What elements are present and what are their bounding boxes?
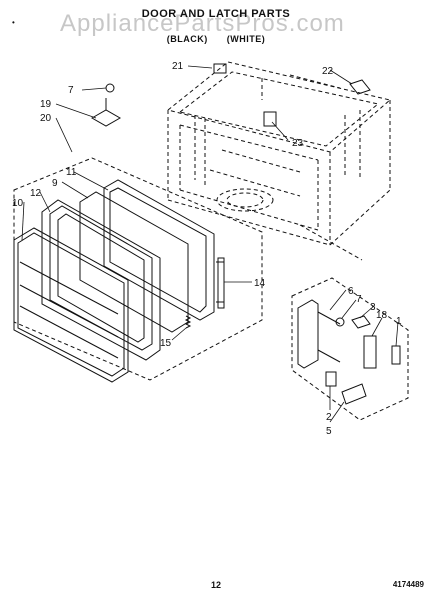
callout-3: 3 xyxy=(370,302,376,313)
callout-numbers: 7 19 20 21 22 23 11 9 12 10 14 15 6 7 3 … xyxy=(12,61,402,437)
variant-white: (WHITE) xyxy=(226,34,266,44)
hinge-22 xyxy=(349,79,371,95)
callout-23: 23 xyxy=(292,138,304,149)
page-number: 12 xyxy=(210,580,221,590)
variant-black: (BLACK) xyxy=(166,34,208,44)
callout-1: 1 xyxy=(396,316,402,327)
watermark: AppliancePartsPros.com xyxy=(60,10,345,37)
callout-14: 14 xyxy=(254,278,266,289)
door-glass xyxy=(79,191,189,333)
color-variants: (BLACK) (WHITE) xyxy=(0,34,432,44)
switch-18 xyxy=(363,335,377,369)
callout-22: 22 xyxy=(322,66,334,77)
cabinet-outline xyxy=(166,61,392,261)
latch-assembly-outline xyxy=(291,277,409,421)
corner-mark: • xyxy=(12,18,15,27)
callout-21: 21 xyxy=(172,61,184,72)
callout-2: 2 xyxy=(326,412,332,423)
callout-18: 18 xyxy=(376,310,388,321)
latch-5 xyxy=(341,383,367,405)
callout-9: 9 xyxy=(52,178,58,189)
callout-11: 11 xyxy=(66,167,77,178)
latch-frame xyxy=(297,299,341,369)
callout-7-latch: 7 xyxy=(356,294,362,305)
part-number: 4174489 xyxy=(392,580,424,589)
callout-20: 20 xyxy=(40,113,52,124)
spring xyxy=(184,315,192,329)
latch-lever-2 xyxy=(325,371,337,387)
screw-7-latch xyxy=(335,317,345,327)
callout-7-top: 7 xyxy=(68,85,74,96)
latch-tab-21 xyxy=(213,63,227,74)
door-choke xyxy=(41,199,161,361)
callout-15: 15 xyxy=(160,338,172,349)
clip-23 xyxy=(263,111,277,127)
switch-1 xyxy=(391,345,401,365)
screw-7-top xyxy=(105,83,115,93)
interlock-switch-3 xyxy=(351,315,371,329)
callout-19: 19 xyxy=(40,99,52,110)
door-front-panel xyxy=(13,227,129,383)
page-title: DOOR AND LATCH PARTS xyxy=(141,8,291,20)
callout-10: 10 xyxy=(12,198,24,209)
hinge-bracket xyxy=(90,98,122,127)
callout-5: 5 xyxy=(326,426,332,437)
door-hook xyxy=(216,257,225,309)
door-frame xyxy=(103,179,215,321)
leader-lines xyxy=(21,65,399,423)
callout-12: 12 xyxy=(30,188,42,199)
callout-6: 6 xyxy=(348,286,354,297)
